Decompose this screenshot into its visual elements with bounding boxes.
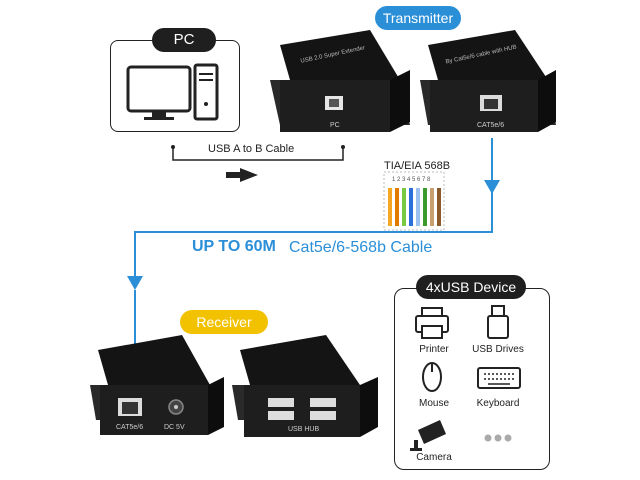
pin-numbers: 1 2 3 4 5 6 7 8 (392, 177, 431, 183)
usb-cable-label: USB A to B Cable (208, 143, 295, 155)
port-label-pc: PC (330, 122, 340, 129)
receiver-label: Receiver (180, 310, 268, 334)
receiver-usb-hub-unit (232, 335, 378, 437)
transmitter-usb-unit (270, 30, 410, 132)
device-label-camera: Camera (416, 452, 452, 463)
distance-label: UP TO 60M (192, 238, 276, 255)
transmitter-label: Transmitter (375, 6, 461, 30)
pc-tower-icon (193, 63, 219, 121)
port-label-cat-rx: CAT5e/6 (116, 424, 144, 431)
direction-arrow-icon (240, 168, 258, 182)
device-label-mouse: Mouse (418, 398, 449, 409)
down-arrow-icon-2 (127, 276, 143, 290)
keyboard-icon (477, 367, 521, 389)
port-label-usb-hub: USB HUB (288, 426, 320, 433)
receiver-cat-unit (90, 335, 224, 435)
device-label-printer: Printer (419, 344, 449, 355)
printer-icon (415, 307, 449, 339)
usb-device-title: 4xUSB Device (416, 275, 526, 299)
pc-monitor-icon (126, 65, 192, 120)
tia-label: TIA/EIA 568B (384, 160, 451, 172)
more-dots-icon (484, 434, 512, 442)
usb-device-box (394, 288, 550, 470)
usb-cable-line (172, 147, 344, 161)
camera-icon (410, 420, 446, 451)
cable-type-label: Cat5e/6-568b Cable (289, 239, 433, 256)
down-arrow-icon (484, 180, 500, 194)
pc-box (110, 40, 240, 132)
device-label-usb-drives: USB Drives (472, 344, 524, 355)
device-label-keyboard: Keyboard (476, 398, 520, 409)
port-label-dc: DC 5V (164, 424, 185, 431)
usb-drive-icon (487, 305, 509, 339)
pc-label: PC (152, 28, 216, 52)
wiring-diagram (383, 171, 445, 231)
transmitter-cat-unit (420, 30, 556, 132)
mouse-icon (422, 362, 442, 392)
port-label-cat-tx: CAT5e/6 (477, 122, 505, 129)
